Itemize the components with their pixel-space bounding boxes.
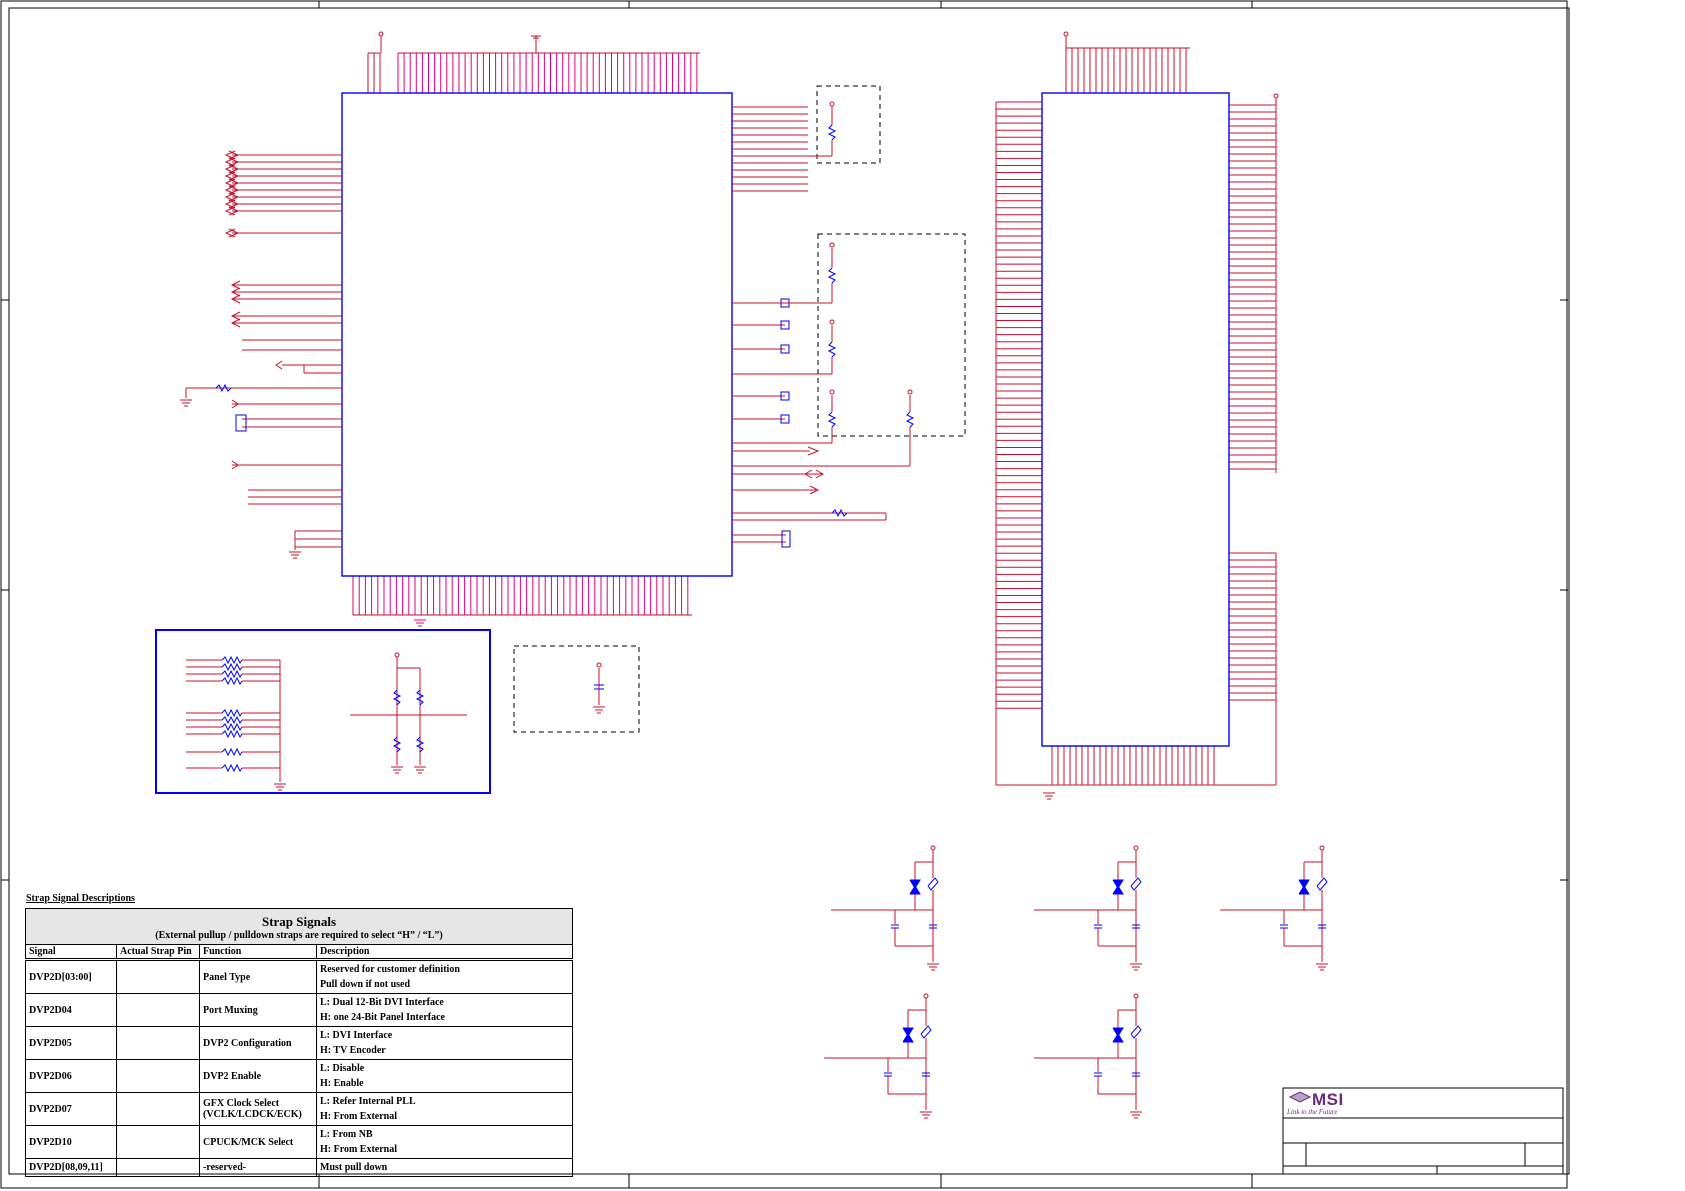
strap-table-title: Strap Signals [261,914,337,929]
desc-line-1: L: Dual 12-Bit DVI Interface [320,997,444,1008]
cell-signal: DVP2D05 [25,1026,117,1060]
cell-signal: DVP2D06 [25,1059,117,1093]
cell-description: Must pull down [316,1158,573,1177]
table-row: DVP2D[03:00] Panel Type Reserved for cus… [25,959,573,994]
col-function: Function [199,944,317,961]
desc-line-1: L: Disable [320,1063,365,1074]
cell-signal: DVP2D04 [25,993,117,1027]
cell-signal: DVP2D10 [25,1125,117,1159]
desc-line-2: H: From External [320,1111,398,1122]
cell-pin [116,1158,200,1177]
dashed-cap-group [513,645,640,733]
connector-body [1041,92,1230,747]
title-block [1282,1087,1564,1175]
cell-signal: DVP2D[03:00] [25,959,117,994]
cell-pin [116,1026,200,1060]
connector-pins [995,31,1279,800]
desc-line-1: Reserved for customer definition [320,964,460,975]
cell-description: L: Refer Internal PLL H: From External [316,1092,573,1126]
table-row: DVP2D[08,09,11] -reserved- Must pull dow… [25,1158,573,1177]
desc-line-2: Pull down if not used [320,979,411,990]
cell-function: CPUCK/MCK Select [199,1125,317,1159]
desc-line-1: L: From NB [320,1129,373,1140]
desc-line-1: L: Refer Internal PLL [320,1096,416,1107]
resistor-network-box [155,629,491,794]
resistor-network [186,652,605,791]
cell-function: Panel Type [199,959,317,994]
main-ic-left-wires [180,150,342,559]
msi-logo-tagline: Link to the Future [1287,1108,1338,1116]
col-description: Description [316,944,573,961]
cell-pin [116,1092,200,1126]
main-ic-pins [352,31,700,627]
table-row: DVP2D10 CPUCK/MCK Select L: From NB H: Fr… [25,1125,573,1159]
cell-description: L: From NB H: From External [316,1125,573,1159]
strap-signal-table: Strap Signals (External pullup / pulldow… [25,908,573,1177]
cell-description: L: DVI Interface H: TV Encoder [316,1026,573,1060]
cell-function: GFX Clock Select (VCLK/LCDCK/ECK) [199,1092,317,1126]
cell-pin [116,1125,200,1159]
cell-description: L: Disable H: Enable [316,1059,573,1093]
msi-logo-text: MSI [1312,1090,1344,1109]
pullup-resistors [732,101,915,467]
msi-logo-icon [1288,1091,1312,1103]
cell-pin [116,1059,200,1093]
col-pin: Actual Strap Pin [116,944,200,961]
main-ic-right-wires [732,106,887,548]
diode-filter-circuits [824,845,1328,1119]
cell-pin [116,959,200,994]
sheet-frame [0,0,1570,1189]
desc-line-2: H: Enable [320,1078,364,1089]
desc-line-2: H: From External [320,1144,398,1155]
strap-table-caption: Strap Signal Descriptions [26,893,135,904]
table-row: DVP2D04 Port Muxing L: Dual 12-Bit DVI I… [25,993,573,1027]
cell-description: L: Dual 12-Bit DVI Interface H: one 24-Bi… [316,993,573,1027]
cell-signal: DVP2D[08,09,11] [25,1158,117,1177]
main-ic-body [341,92,733,577]
table-row: DVP2D05 DVP2 Configuration L: DVI Interf… [25,1026,573,1060]
cell-function: DVP2 Enable [199,1059,317,1093]
cell-function: Port Muxing [199,993,317,1027]
col-signal: Signal [25,944,117,961]
dashed-pullup-group-top [816,85,881,164]
strap-table-subtitle: (External pullup / pulldown straps are r… [155,930,443,941]
desc-line-2: H: TV Encoder [320,1045,386,1056]
strap-table-header: Strap Signals (External pullup / pulldow… [25,908,573,945]
cell-function: DVP2 Configuration [199,1026,317,1060]
cell-signal: DVP2D07 [25,1092,117,1126]
cell-function: -reserved- [199,1158,317,1177]
desc-line-1: L: DVI Interface [320,1030,393,1041]
dashed-strap-group [817,233,966,437]
table-row: DVP2D07 GFX Clock Select (VCLK/LCDCK/ECK… [25,1092,573,1126]
table-row: DVP2D06 DVP2 Enable L: Disable H: Enable [25,1059,573,1093]
desc-line-2: H: one 24-Bit Panel Interface [320,1012,445,1023]
cell-pin [116,993,200,1027]
